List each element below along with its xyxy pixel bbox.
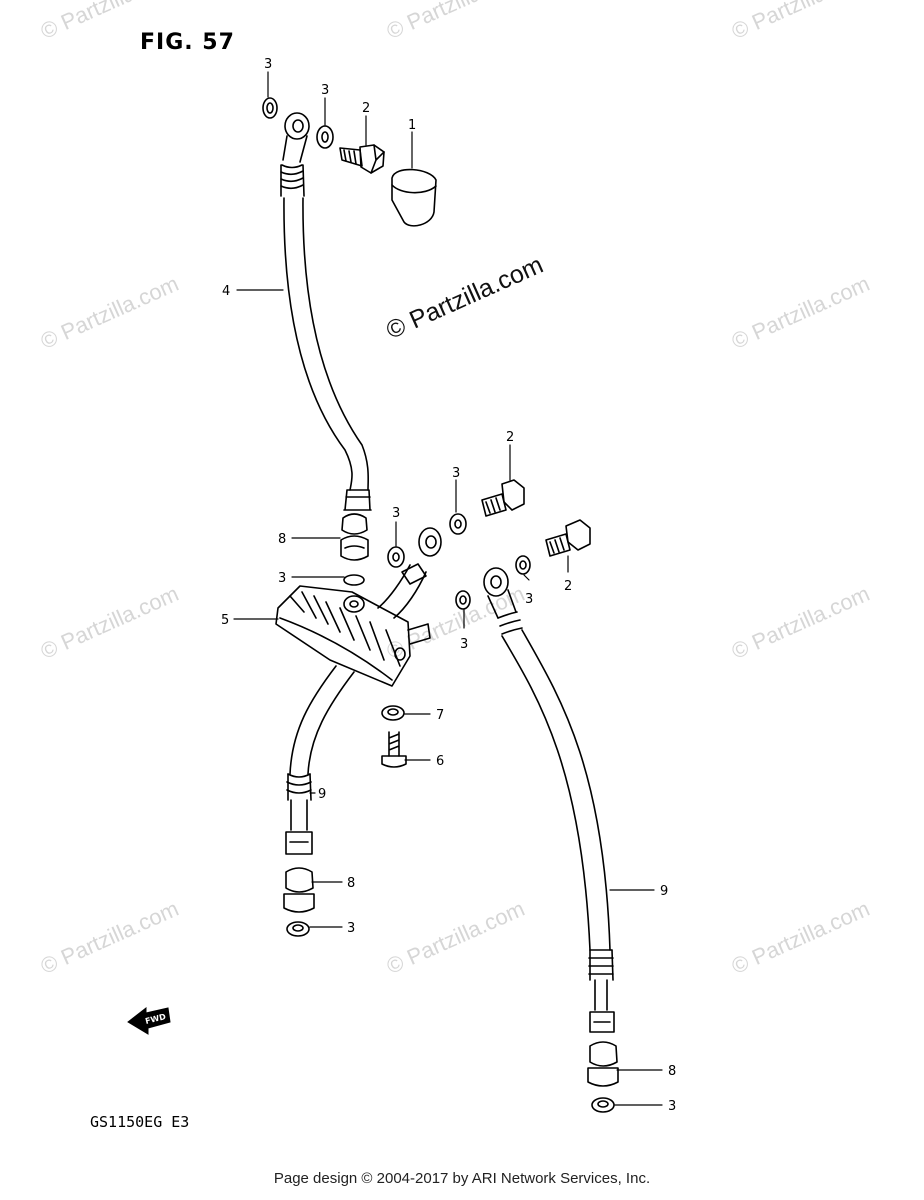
washer-center-left (387, 546, 405, 568)
grommet-upper (340, 513, 369, 561)
right-banjo (483, 567, 509, 597)
union-bolt-center (481, 479, 525, 517)
center-brake-pipe (377, 527, 442, 619)
lower-left-brake-hose (285, 665, 355, 855)
callout-label: 3 (278, 571, 286, 586)
callout-label: 3 (321, 83, 329, 98)
callout-label: 3 (392, 506, 400, 521)
washer-top-center (316, 125, 334, 149)
callout-label: 9 (318, 787, 326, 802)
callout-label: 1 (408, 118, 416, 133)
washer-lower-left (286, 921, 310, 937)
callout-label: 4 (222, 284, 230, 299)
callout-label: 2 (564, 579, 572, 594)
brake-junction-block (275, 585, 431, 687)
callout-label: 6 (436, 754, 444, 769)
union-bolt-right (545, 519, 591, 557)
washer-lower-right (591, 1097, 615, 1113)
washer-block-top (343, 574, 365, 586)
lower-right-brake-hose (487, 589, 615, 1033)
callout-label: 2 (506, 430, 514, 445)
callout-label: 9 (660, 884, 668, 899)
washer-right-lower (455, 590, 471, 610)
callout-label: 8 (668, 1064, 676, 1079)
bolt-6 (381, 731, 407, 768)
callout-label: 5 (221, 613, 229, 628)
callout-label: 3 (525, 592, 533, 607)
fwd-arrow-icon: FWD (127, 1006, 171, 1035)
callout-label: 3 (347, 921, 355, 936)
callout-label: 3 (460, 637, 468, 652)
callout-label: 7 (436, 708, 444, 723)
upper-brake-hose (262, 97, 372, 511)
page-footer: Page design © 2004-2017 by ARI Network S… (273, 1170, 651, 1187)
washer-right (515, 555, 531, 575)
grommet-lower-right (587, 1041, 619, 1087)
callout-label: 2 (362, 101, 370, 116)
callout-labels: 3 3 2 1 4 2 3 3 8 3 5 2 3 3 7 6 9 8 3 9 … (221, 57, 676, 1114)
union-bolt-top (339, 144, 385, 174)
callout-label: 8 (347, 876, 355, 891)
washer-center-right (449, 513, 467, 535)
callout-label: 3 (668, 1099, 676, 1114)
model-code: GS1150EG E3 (90, 1113, 190, 1131)
callout-label: 3 (452, 466, 460, 481)
callout-label: 8 (278, 532, 286, 547)
leader-lines (233, 71, 663, 1106)
figure-title: FIG. 57 (140, 30, 235, 55)
washer-7 (381, 705, 405, 721)
bleeder-cap (391, 168, 437, 227)
grommet-lower-left (283, 867, 315, 913)
callout-label: 3 (264, 57, 272, 72)
